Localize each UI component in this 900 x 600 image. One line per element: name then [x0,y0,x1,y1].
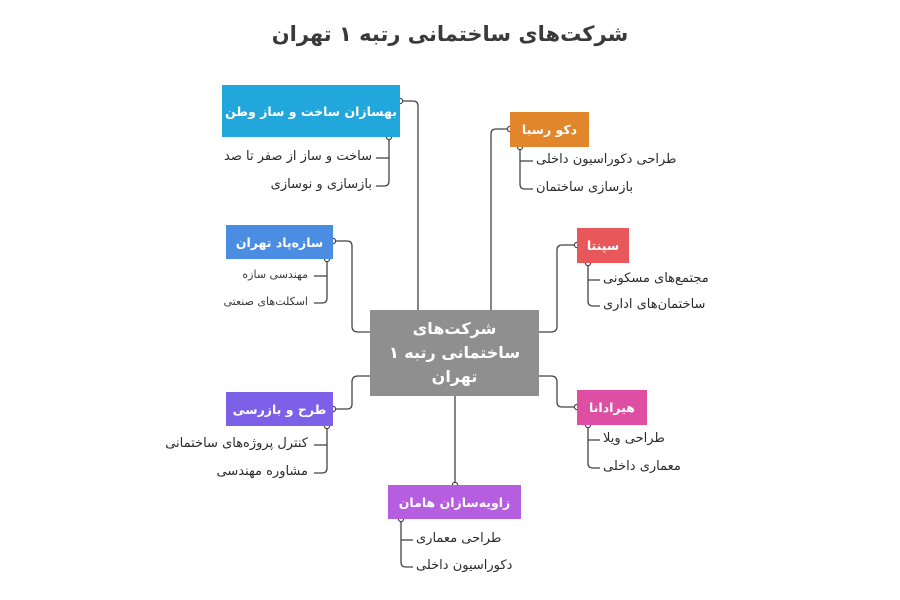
branch-node-behsazan: بهسازان ساخت و ساز وطن [222,85,400,137]
branch-label: سپنتا [586,238,620,253]
center-node-label: شرکت‌های ساختمانی رتبه ۱ تهران [388,319,521,386]
branch-label: بهسازان ساخت و ساز وطن [225,103,397,119]
leaf-item: اسکلت‌های صنعتی [223,295,308,308]
branch-label: سازه‌پاد تهران [235,234,324,250]
link-center-behsazan [400,100,419,310]
branch-node-deco: دکو رسبا [510,112,589,147]
branch-node-zavie: زاویه‌سازان هامان [388,485,521,519]
leaf-item: معماری داخلی [603,459,681,474]
link-center-hiradana [539,375,577,408]
leaf-item: کنترل پروژه‌های ساختمانی [165,436,308,451]
branch-label: طرح و بازرسی [232,401,327,417]
branch-node-tarh: طرح و بازرسی [226,392,333,426]
branch-label: دکو رسبا [521,122,578,137]
branch-label: هیرادانا [589,400,635,415]
leaf-item: ساختمان‌های اداری [603,297,706,312]
center-node: شرکت‌های ساختمانی رتبه ۱ تهران [370,310,539,396]
leaf-item: طراحی ویلا [603,431,665,446]
link-center-sepanta [539,244,577,333]
link-center-tarh [333,375,370,410]
link-center-deco [490,128,510,310]
leaf-item: طراحی دکوراسیون داخلی [536,152,677,167]
leaf-item: مهندسی سازه [242,268,308,281]
page-title: شرکت‌های ساختمانی رتبه ۱ تهران [271,22,629,46]
leaf-item: ساخت و ساز از صفر تا صد [224,149,372,164]
branch-label: زاویه‌سازان هامان [398,494,511,510]
link-center-sazepad [333,240,370,333]
leaf-item: مجتمع‌های مسکونی [603,271,709,286]
leaf-item: بازسازی و نوسازی [270,177,372,192]
leaf-item: دکوراسیون داخلی [416,558,513,573]
branch-node-sepanta: سپنتا [577,228,629,263]
leaf-item: طراحی معماری [416,531,502,546]
branch-node-sazepad: سازه‌پاد تهران [226,225,333,259]
branch-node-hiradana: هیرادانا [577,390,647,425]
leaf-item: بازسازی ساختمان [536,180,634,195]
leaf-item: مشاوره مهندسی [216,464,308,479]
